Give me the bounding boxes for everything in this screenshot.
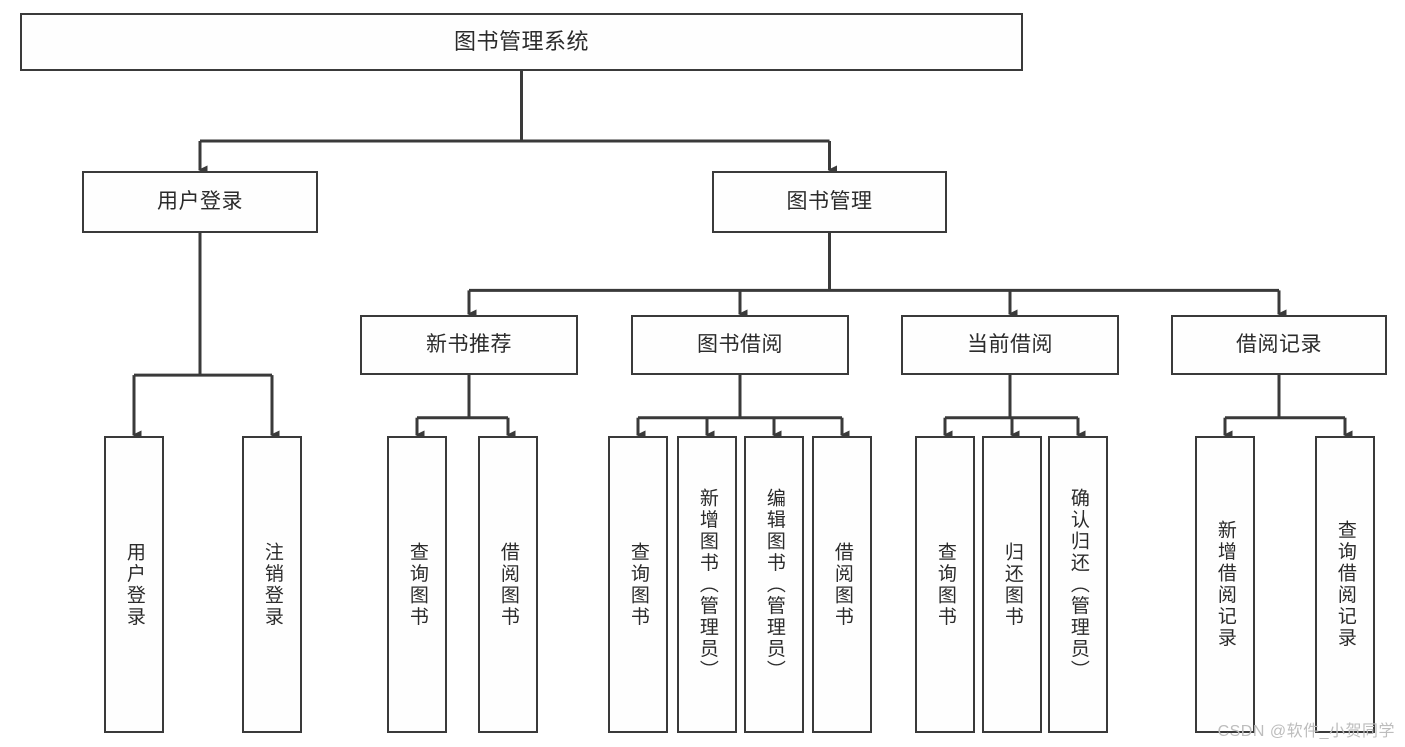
node-new-book-recommend[interactable]: 新书推荐 bbox=[360, 315, 578, 375]
leaf-logout[interactable]: 注销登录 bbox=[242, 436, 302, 733]
leaf-borrow-lend[interactable]: 借阅图书 bbox=[812, 436, 872, 733]
leaf-record-add[interactable]: 新增借阅记录 bbox=[1195, 436, 1255, 733]
leaf-newbook-query[interactable]: 查询图书 bbox=[387, 436, 447, 733]
leaf-current-confirm-return-label: 确认归还（管理员） bbox=[1067, 487, 1089, 682]
leaf-current-query-label: 查询图书 bbox=[934, 541, 956, 628]
node-root[interactable]: 图书管理系统 bbox=[20, 13, 1023, 71]
leaf-borrow-edit[interactable]: 编辑图书（管理员） bbox=[744, 436, 804, 733]
node-book-borrow[interactable]: 图书借阅 bbox=[631, 315, 849, 375]
node-borrow-records-label: 借阅记录 bbox=[1236, 332, 1322, 356]
node-user-login-label: 用户登录 bbox=[157, 189, 243, 213]
leaf-current-return[interactable]: 归还图书 bbox=[982, 436, 1042, 733]
node-book-management-label: 图书管理 bbox=[786, 189, 873, 213]
node-book-management[interactable]: 图书管理 bbox=[712, 171, 947, 233]
node-current-borrow-label: 当前借阅 bbox=[967, 332, 1053, 356]
node-current-borrow[interactable]: 当前借阅 bbox=[901, 315, 1119, 375]
leaf-borrow-add[interactable]: 新增图书（管理员） bbox=[677, 436, 737, 733]
leaf-current-return-label: 归还图书 bbox=[1001, 541, 1023, 628]
leaf-logout-label: 注销登录 bbox=[261, 541, 283, 628]
leaf-borrow-query-label: 查询图书 bbox=[627, 541, 649, 628]
watermark: CSDN @软件_小贺同学 bbox=[1217, 723, 1395, 740]
node-user-login[interactable]: 用户登录 bbox=[82, 171, 318, 233]
node-root-label: 图书管理系统 bbox=[453, 29, 589, 55]
leaf-current-query[interactable]: 查询图书 bbox=[915, 436, 975, 733]
leaf-current-confirm-return[interactable]: 确认归还（管理员） bbox=[1048, 436, 1108, 733]
node-book-borrow-label: 图书借阅 bbox=[697, 332, 783, 356]
leaf-record-query[interactable]: 查询借阅记录 bbox=[1315, 436, 1375, 733]
leaf-record-add-label: 新增借阅记录 bbox=[1214, 520, 1236, 649]
node-new-book-recommend-label: 新书推荐 bbox=[426, 332, 512, 356]
node-borrow-records[interactable]: 借阅记录 bbox=[1171, 315, 1387, 375]
leaf-newbook-borrow-label: 借阅图书 bbox=[497, 541, 519, 628]
leaf-user-login[interactable]: 用户登录 bbox=[104, 436, 164, 733]
leaf-newbook-query-label: 查询图书 bbox=[406, 541, 428, 628]
leaf-borrow-edit-label: 编辑图书（管理员） bbox=[763, 487, 785, 682]
leaf-user-login-label: 用户登录 bbox=[123, 541, 145, 628]
leaf-borrow-query[interactable]: 查询图书 bbox=[608, 436, 668, 733]
leaf-borrow-lend-label: 借阅图书 bbox=[831, 541, 853, 628]
leaf-borrow-add-label: 新增图书（管理员） bbox=[696, 487, 718, 682]
leaf-record-query-label: 查询借阅记录 bbox=[1334, 520, 1356, 649]
leaf-newbook-borrow[interactable]: 借阅图书 bbox=[478, 436, 538, 733]
